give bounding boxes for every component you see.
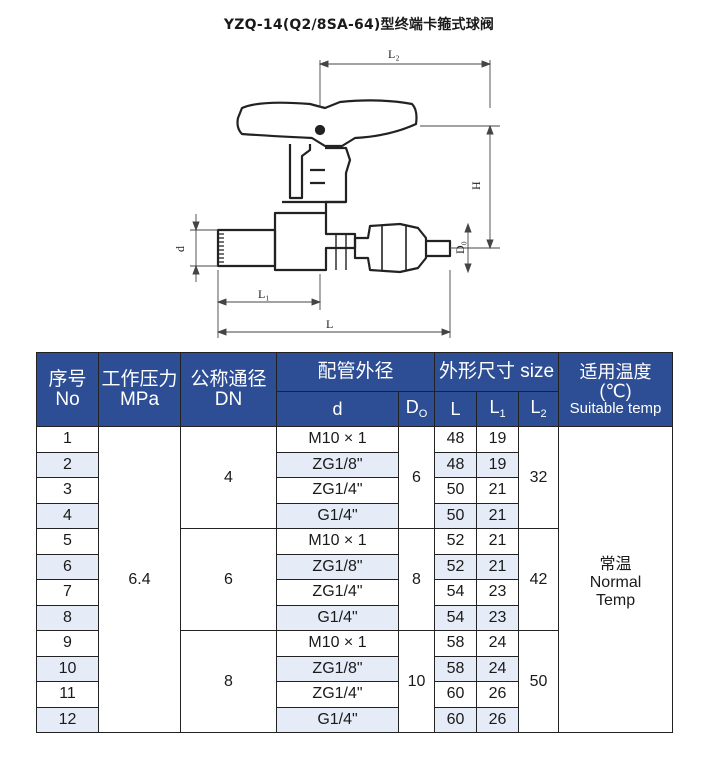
cell-d: ZG1/4" — [276, 579, 399, 606]
cell-l1: 23 — [476, 579, 520, 606]
cell-temp: 常温 Normal Temp — [558, 426, 674, 733]
cell-l1: 19 — [476, 451, 520, 478]
cell-d: ZG1/8" — [276, 553, 399, 580]
cell-d: ZG1/4" — [276, 477, 399, 504]
cell-l: 60 — [434, 681, 478, 708]
cell-l2: 42 — [518, 528, 560, 631]
cell-no: 11 — [36, 681, 99, 708]
dim-label-l1: L₁ — [258, 287, 270, 301]
table-row: 4 G1/4" 50 21 — [36, 502, 673, 529]
cell-l1: 26 — [476, 681, 520, 708]
table-row: 8 G1/4" 54 23 — [36, 604, 673, 631]
cell-l: 50 — [434, 477, 478, 504]
cell-no: 9 — [36, 630, 99, 657]
dim-label-d0: D₀ — [453, 241, 467, 254]
valve-body — [273, 211, 357, 272]
valve-technical-drawing: L₂ H D₀ d L₁ L — [150, 38, 570, 346]
header-pressure: 工作压力 MPa — [98, 352, 181, 427]
cell-l: 52 — [434, 553, 478, 580]
page-title: YZQ-14(Q2/8SA-64)型终端卡箍式球阀 — [223, 17, 495, 33]
table-row: 12 G1/4" 60 26 — [36, 706, 673, 733]
cell-l1: 21 — [476, 528, 520, 555]
cell-l1: 26 — [476, 706, 520, 733]
valve-handle — [236, 99, 418, 148]
cell-l: 60 — [434, 706, 478, 733]
cell-d: M10 × 1 — [276, 528, 399, 555]
cell-d: G1/4" — [276, 706, 399, 733]
header-size: 外形尺寸 size — [434, 352, 560, 392]
cell-l1: 21 — [476, 502, 520, 529]
cell-no: 10 — [36, 655, 99, 682]
header-no: 序号 No — [36, 352, 99, 427]
cell-d: ZG1/8" — [276, 451, 399, 478]
cell-l: 54 — [434, 579, 478, 606]
cell-no: 1 — [36, 426, 99, 453]
cell-d: ZG1/8" — [276, 655, 399, 682]
cell-l: 58 — [434, 630, 478, 657]
valve-stem — [288, 144, 312, 200]
valve-drawing-svg: L₂ H D₀ d L₁ L — [173, 47, 500, 338]
cell-no: 5 — [36, 528, 99, 555]
dim-label-l: L — [326, 317, 333, 331]
cell-no: 8 — [36, 604, 99, 631]
cell-no: 4 — [36, 502, 99, 529]
cell-dn: 8 — [180, 630, 277, 733]
cell-d0: 6 — [397, 426, 436, 529]
header-d0: DO — [397, 391, 436, 427]
header-dn: 公称通径 DN — [180, 352, 277, 427]
header-l: L — [434, 391, 478, 427]
cell-l1: 24 — [476, 630, 520, 657]
table-row: 7 ZG1/4" 54 23 — [36, 579, 673, 606]
header-l1: L1 — [476, 391, 520, 427]
cell-l2: 32 — [518, 426, 560, 529]
cell-d0: 8 — [397, 528, 436, 631]
table-row: 6 ZG1/8" 52 21 — [36, 553, 673, 580]
table-row: 9 8 M10 × 1 10 58 24 50 — [36, 630, 673, 733]
cell-d: ZG1/4" — [276, 681, 399, 708]
cell-no: 6 — [36, 553, 99, 580]
header-l2: L2 — [518, 391, 560, 427]
cell-l1: 21 — [476, 553, 520, 580]
spec-table: 序号 No 工作压力 MPa 公称通径 DN 配管外径 外形尺寸 size 适用… — [36, 352, 674, 733]
dim-label-l2: L₂ — [388, 47, 400, 61]
dim-label-d: d — [173, 246, 187, 252]
handle-pivot — [314, 124, 326, 136]
cell-l: 52 — [434, 528, 478, 555]
cell-l: 48 — [434, 451, 478, 478]
header-temp: 适用温度 (℃) Suitable temp — [558, 352, 674, 427]
cell-dn: 6 — [180, 528, 277, 631]
header-d: d — [276, 391, 399, 427]
cell-pressure: 6.4 — [98, 426, 181, 733]
right-fitting — [353, 222, 428, 274]
cell-l2: 50 — [518, 630, 560, 733]
cell-l1: 19 — [476, 426, 520, 453]
cell-l: 58 — [434, 655, 478, 682]
cell-l1: 24 — [476, 655, 520, 682]
dim-label-h: H — [469, 181, 483, 190]
left-threaded-end — [216, 228, 277, 268]
cell-l1: 23 — [476, 604, 520, 631]
table-row: 10 ZG1/8" 58 24 — [36, 655, 673, 682]
cell-l1: 21 — [476, 477, 520, 504]
cell-no: 3 — [36, 477, 99, 504]
cell-d0: 10 — [397, 630, 436, 733]
cell-no: 2 — [36, 451, 99, 478]
cell-no: 12 — [36, 706, 99, 733]
cell-d: G1/4" — [276, 604, 399, 631]
cell-dn: 4 — [180, 426, 277, 529]
header-pipe-od: 配管外径 — [275, 352, 436, 392]
cell-d: M10 × 1 — [276, 426, 399, 453]
cell-l: 54 — [434, 604, 478, 631]
cell-d: M10 × 1 — [276, 630, 399, 657]
cell-d: G1/4" — [276, 502, 399, 529]
cell-no: 7 — [36, 579, 99, 606]
table-row: 2 ZG1/8" 48 19 — [36, 451, 673, 478]
cell-l: 48 — [434, 426, 478, 453]
cell-l: 50 — [434, 502, 478, 529]
table-row: 1 6.4 4 M10 × 1 6 48 19 32 常温 Normal Tem… — [36, 426, 674, 733]
